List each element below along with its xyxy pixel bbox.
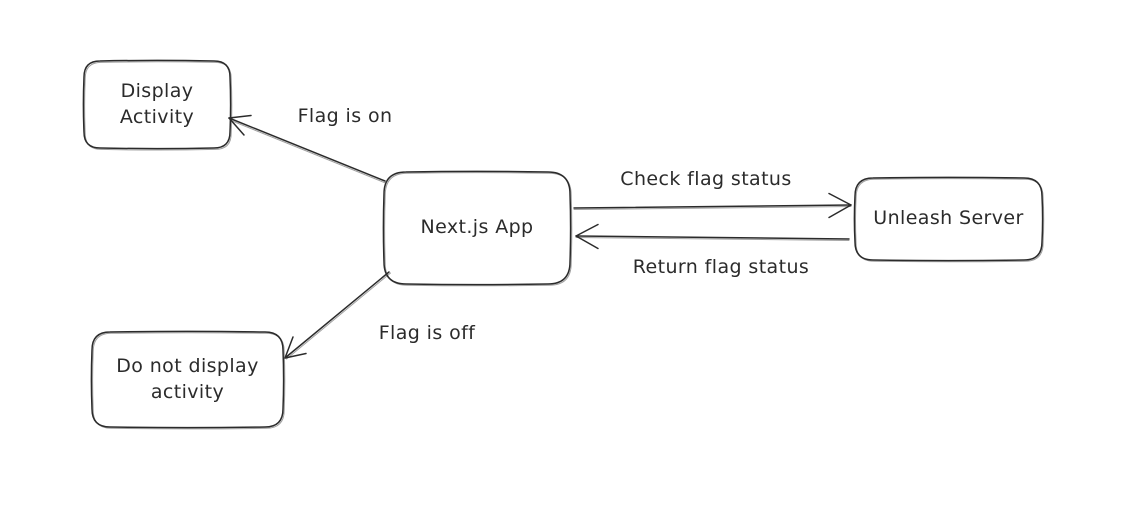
node-do-not-display-label: Do not display activity (92, 332, 283, 427)
edge-flag-on-label: Flag is on (297, 105, 393, 127)
node-unleash-server-label: Unleash Server (873, 207, 1024, 230)
node-display-activity-shape (82, 59, 233, 151)
node-nextjs-app-shape (382, 170, 573, 287)
edge-return-flag-label: Return flag status (632, 256, 810, 278)
node-do-not-display-line2: activity (150, 380, 225, 403)
node-do-not-display-shape (90, 330, 286, 430)
edge-check-flag-arrow (573, 192, 852, 219)
node-do-not-display-line1: Do not display (116, 354, 259, 377)
edge-flag-off-arrow (284, 271, 391, 360)
node-display-activity-line1: Display (120, 79, 194, 102)
edge-return-flag-arrow (575, 223, 850, 250)
edge-flag-off-label: Flag is off (378, 322, 476, 344)
node-nextjs-app-label: Next.js App (420, 216, 534, 239)
edge-flag-on-arrow (228, 114, 386, 184)
node-display-activity-line2: Activity (119, 105, 195, 128)
edge-check-flag-label: Check flag status (620, 168, 792, 190)
node-unleash-server-shape (853, 176, 1045, 263)
node-display-activity-label: Display Activity (84, 61, 230, 148)
